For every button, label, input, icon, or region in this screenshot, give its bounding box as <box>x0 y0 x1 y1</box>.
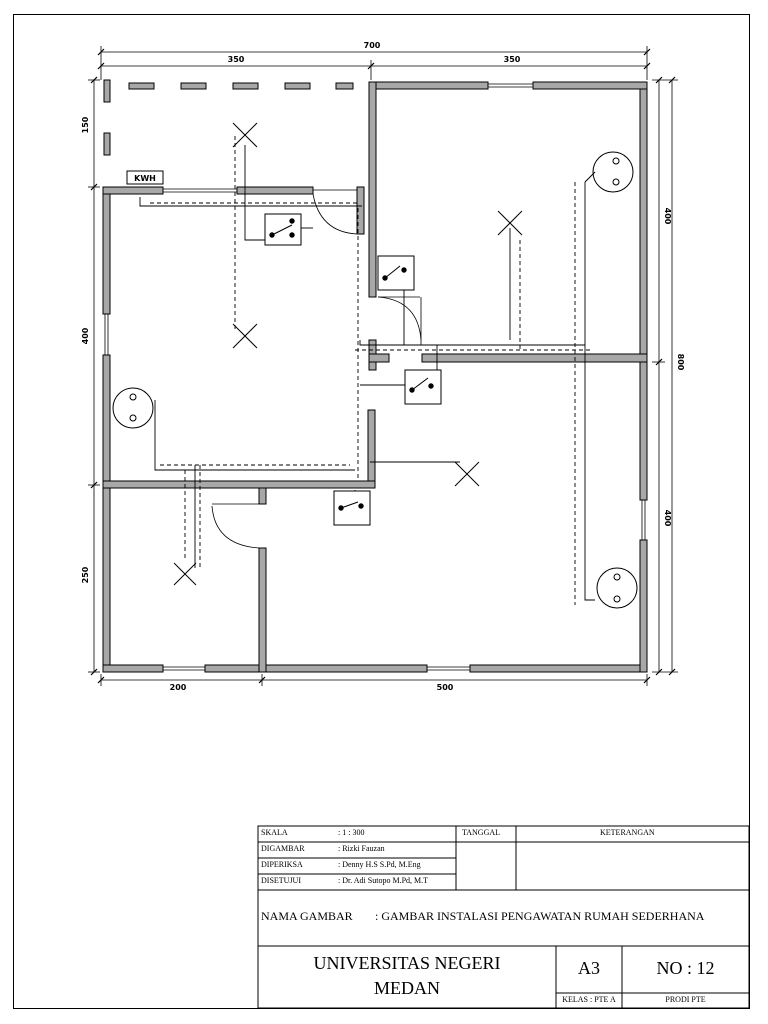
switch-icon <box>377 255 415 291</box>
walls <box>102 81 648 673</box>
wiring-solid <box>139 145 595 601</box>
dim-total-width: 700 <box>364 41 381 50</box>
dim-right-width: 350 <box>504 55 521 64</box>
switch-icon <box>333 490 371 526</box>
dim-left-bottom-height: 250 <box>81 566 90 583</box>
kwh-meter: KWH <box>126 170 164 185</box>
lamp-icon <box>173 562 197 586</box>
skala-value: : 1 : 300 <box>338 828 365 837</box>
doors <box>211 189 422 549</box>
switch-icon <box>264 213 302 246</box>
dim-left-width: 350 <box>228 55 245 64</box>
university-line2: MEDAN <box>374 978 440 998</box>
prodi-label: PRODI PTE <box>665 995 706 1004</box>
outlet-icon <box>596 567 638 609</box>
nama-gambar-value: : GAMBAR INSTALASI PENGAWATAN RUMAH SEDE… <box>375 909 705 923</box>
dim-total-height: 800 <box>676 354 685 371</box>
tanggal-label: TANGGAL <box>462 828 501 837</box>
skala-label: SKALA <box>261 828 288 837</box>
dim-top-left-height: 150 <box>81 116 90 133</box>
dim-bottom-right-width: 500 <box>437 683 454 692</box>
paper-size: A3 <box>578 958 600 978</box>
digambar-value: : Rizki Fauzan <box>338 844 385 853</box>
switch-icon <box>404 369 442 405</box>
dimension-lines <box>88 46 678 686</box>
veranda-markers <box>103 79 354 156</box>
university-line1: UNIVERSITAS NEGERI <box>313 953 501 973</box>
dim-bottom-left-width: 200 <box>170 683 187 692</box>
dimension-ticks <box>90 48 676 684</box>
lamp-icon <box>232 323 258 349</box>
lamp-icon <box>497 210 523 236</box>
diperiksa-value: : Denny H.S S.Pd, M.Eng <box>338 860 421 869</box>
dim-right-lower-height: 400 <box>663 510 672 527</box>
nama-gambar-label: NAMA GAMBAR <box>261 909 353 923</box>
title-block-lines <box>257 825 750 1009</box>
disetujui-value: : Dr. Adi Sutopo M.Pd, M.T <box>338 876 429 885</box>
outlet-symbols <box>112 151 638 609</box>
windows <box>104 83 646 671</box>
kelas-label: KELAS : PTE A <box>562 995 616 1004</box>
dim-left-middle-height: 400 <box>81 327 90 344</box>
switch-symbols <box>264 213 442 526</box>
digambar-label: DIGAMBAR <box>261 844 305 853</box>
keterangan-label: KETERANGAN <box>600 828 655 837</box>
disetujui-label: DISETUJUI <box>261 876 301 885</box>
diperiksa-label: DIPERIKSA <box>261 860 303 869</box>
sheet-number: NO : 12 <box>656 958 715 978</box>
lamp-icon <box>232 122 258 148</box>
lamp-symbols <box>173 122 523 586</box>
outlet-icon <box>112 387 154 429</box>
lamp-icon <box>454 461 480 487</box>
dim-right-upper-height: 400 <box>663 208 672 225</box>
outlet-icon <box>584 151 634 193</box>
kwh-label: KWH <box>134 174 156 183</box>
wiring-dashed <box>130 136 590 605</box>
